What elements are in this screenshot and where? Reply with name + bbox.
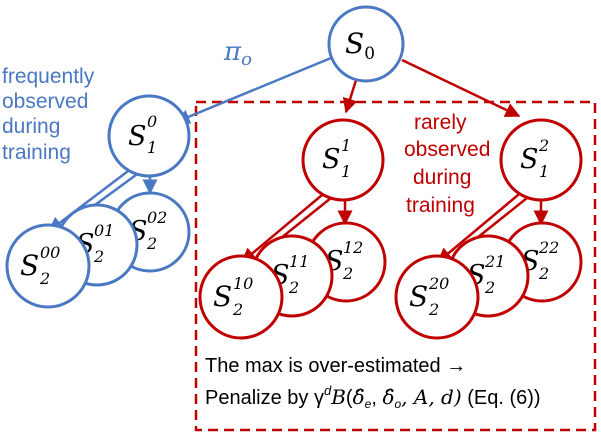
svg-text:1: 1 [341, 136, 351, 155]
svg-text:rarely: rarely [414, 111, 467, 134]
svg-text:frequently: frequently [2, 65, 95, 88]
policy-label: πo [223, 37, 252, 70]
svg-text:2: 2 [39, 269, 50, 288]
svg-text:during: during [413, 166, 471, 189]
svg-text:2: 2 [342, 264, 353, 283]
svg-text:training: training [2, 141, 71, 164]
svg-text:12: 12 [343, 238, 363, 257]
edge-s1-1-s2-10 [240, 189, 329, 263]
svg-text:S: S [520, 144, 539, 175]
node-s1-1: S 1 1 [301, 118, 385, 202]
svg-text:S0: S0 [345, 27, 375, 64]
svg-text:2: 2 [146, 234, 157, 253]
svg-text:during: during [2, 115, 60, 138]
rarely-observed-region [194, 100, 597, 432]
svg-text:observed: observed [404, 138, 490, 161]
caption-line-1: The max is over-estimated → [205, 355, 466, 377]
svg-text:11: 11 [289, 252, 309, 271]
svg-text:20: 20 [428, 274, 449, 293]
svg-text:00: 00 [40, 243, 60, 262]
svg-text:S: S [128, 121, 147, 152]
svg-text:S: S [20, 249, 39, 282]
svg-text:S: S [409, 280, 428, 313]
svg-text:2: 2 [232, 300, 243, 319]
svg-text:2: 2 [538, 136, 549, 155]
svg-text:22: 22 [538, 238, 559, 257]
svg-text:2: 2 [288, 278, 299, 297]
svg-text:training: training [406, 194, 475, 217]
svg-text:10: 10 [233, 274, 253, 293]
node-s1-2: S 2 1 [499, 118, 583, 202]
node-s1-0: S 0 1 [107, 94, 191, 178]
caption-line-2: Penalize by γdB(δ̂e, δ̂o, A, d) (Eq. (6)… [205, 383, 541, 411]
svg-text:2: 2 [428, 300, 439, 319]
rarely-observed-label: rarely observed during training [404, 111, 490, 217]
svg-text:0: 0 [147, 112, 157, 131]
edge-s1-2-s2-20 [436, 189, 525, 263]
node-s2-20: S 20 2 [394, 254, 480, 340]
edge-s0-s1-1 [342, 76, 359, 114]
node-s0: S0 [327, 5, 405, 83]
svg-text:observed: observed [2, 90, 88, 113]
edge-s1-0-s2-00 [47, 167, 133, 232]
svg-text:2: 2 [93, 247, 104, 266]
svg-text:2: 2 [484, 278, 495, 297]
edge-s0-s1-0 [174, 56, 332, 124]
svg-text:S: S [213, 280, 232, 313]
svg-text:21: 21 [484, 252, 505, 271]
svg-text:01: 01 [94, 221, 114, 240]
svg-text:1: 1 [147, 138, 157, 157]
svg-text:S: S [322, 144, 341, 175]
svg-text:1: 1 [539, 162, 549, 181]
node-s2-10: S 10 2 [198, 254, 284, 340]
node-s2-00: S 00 2 [5, 223, 91, 309]
edge-s0-s1-2 [401, 58, 521, 118]
svg-text:02: 02 [147, 208, 167, 227]
frequently-observed-label: frequently observed during training [2, 65, 95, 164]
svg-text:1: 1 [341, 162, 351, 181]
svg-text:2: 2 [538, 264, 549, 283]
